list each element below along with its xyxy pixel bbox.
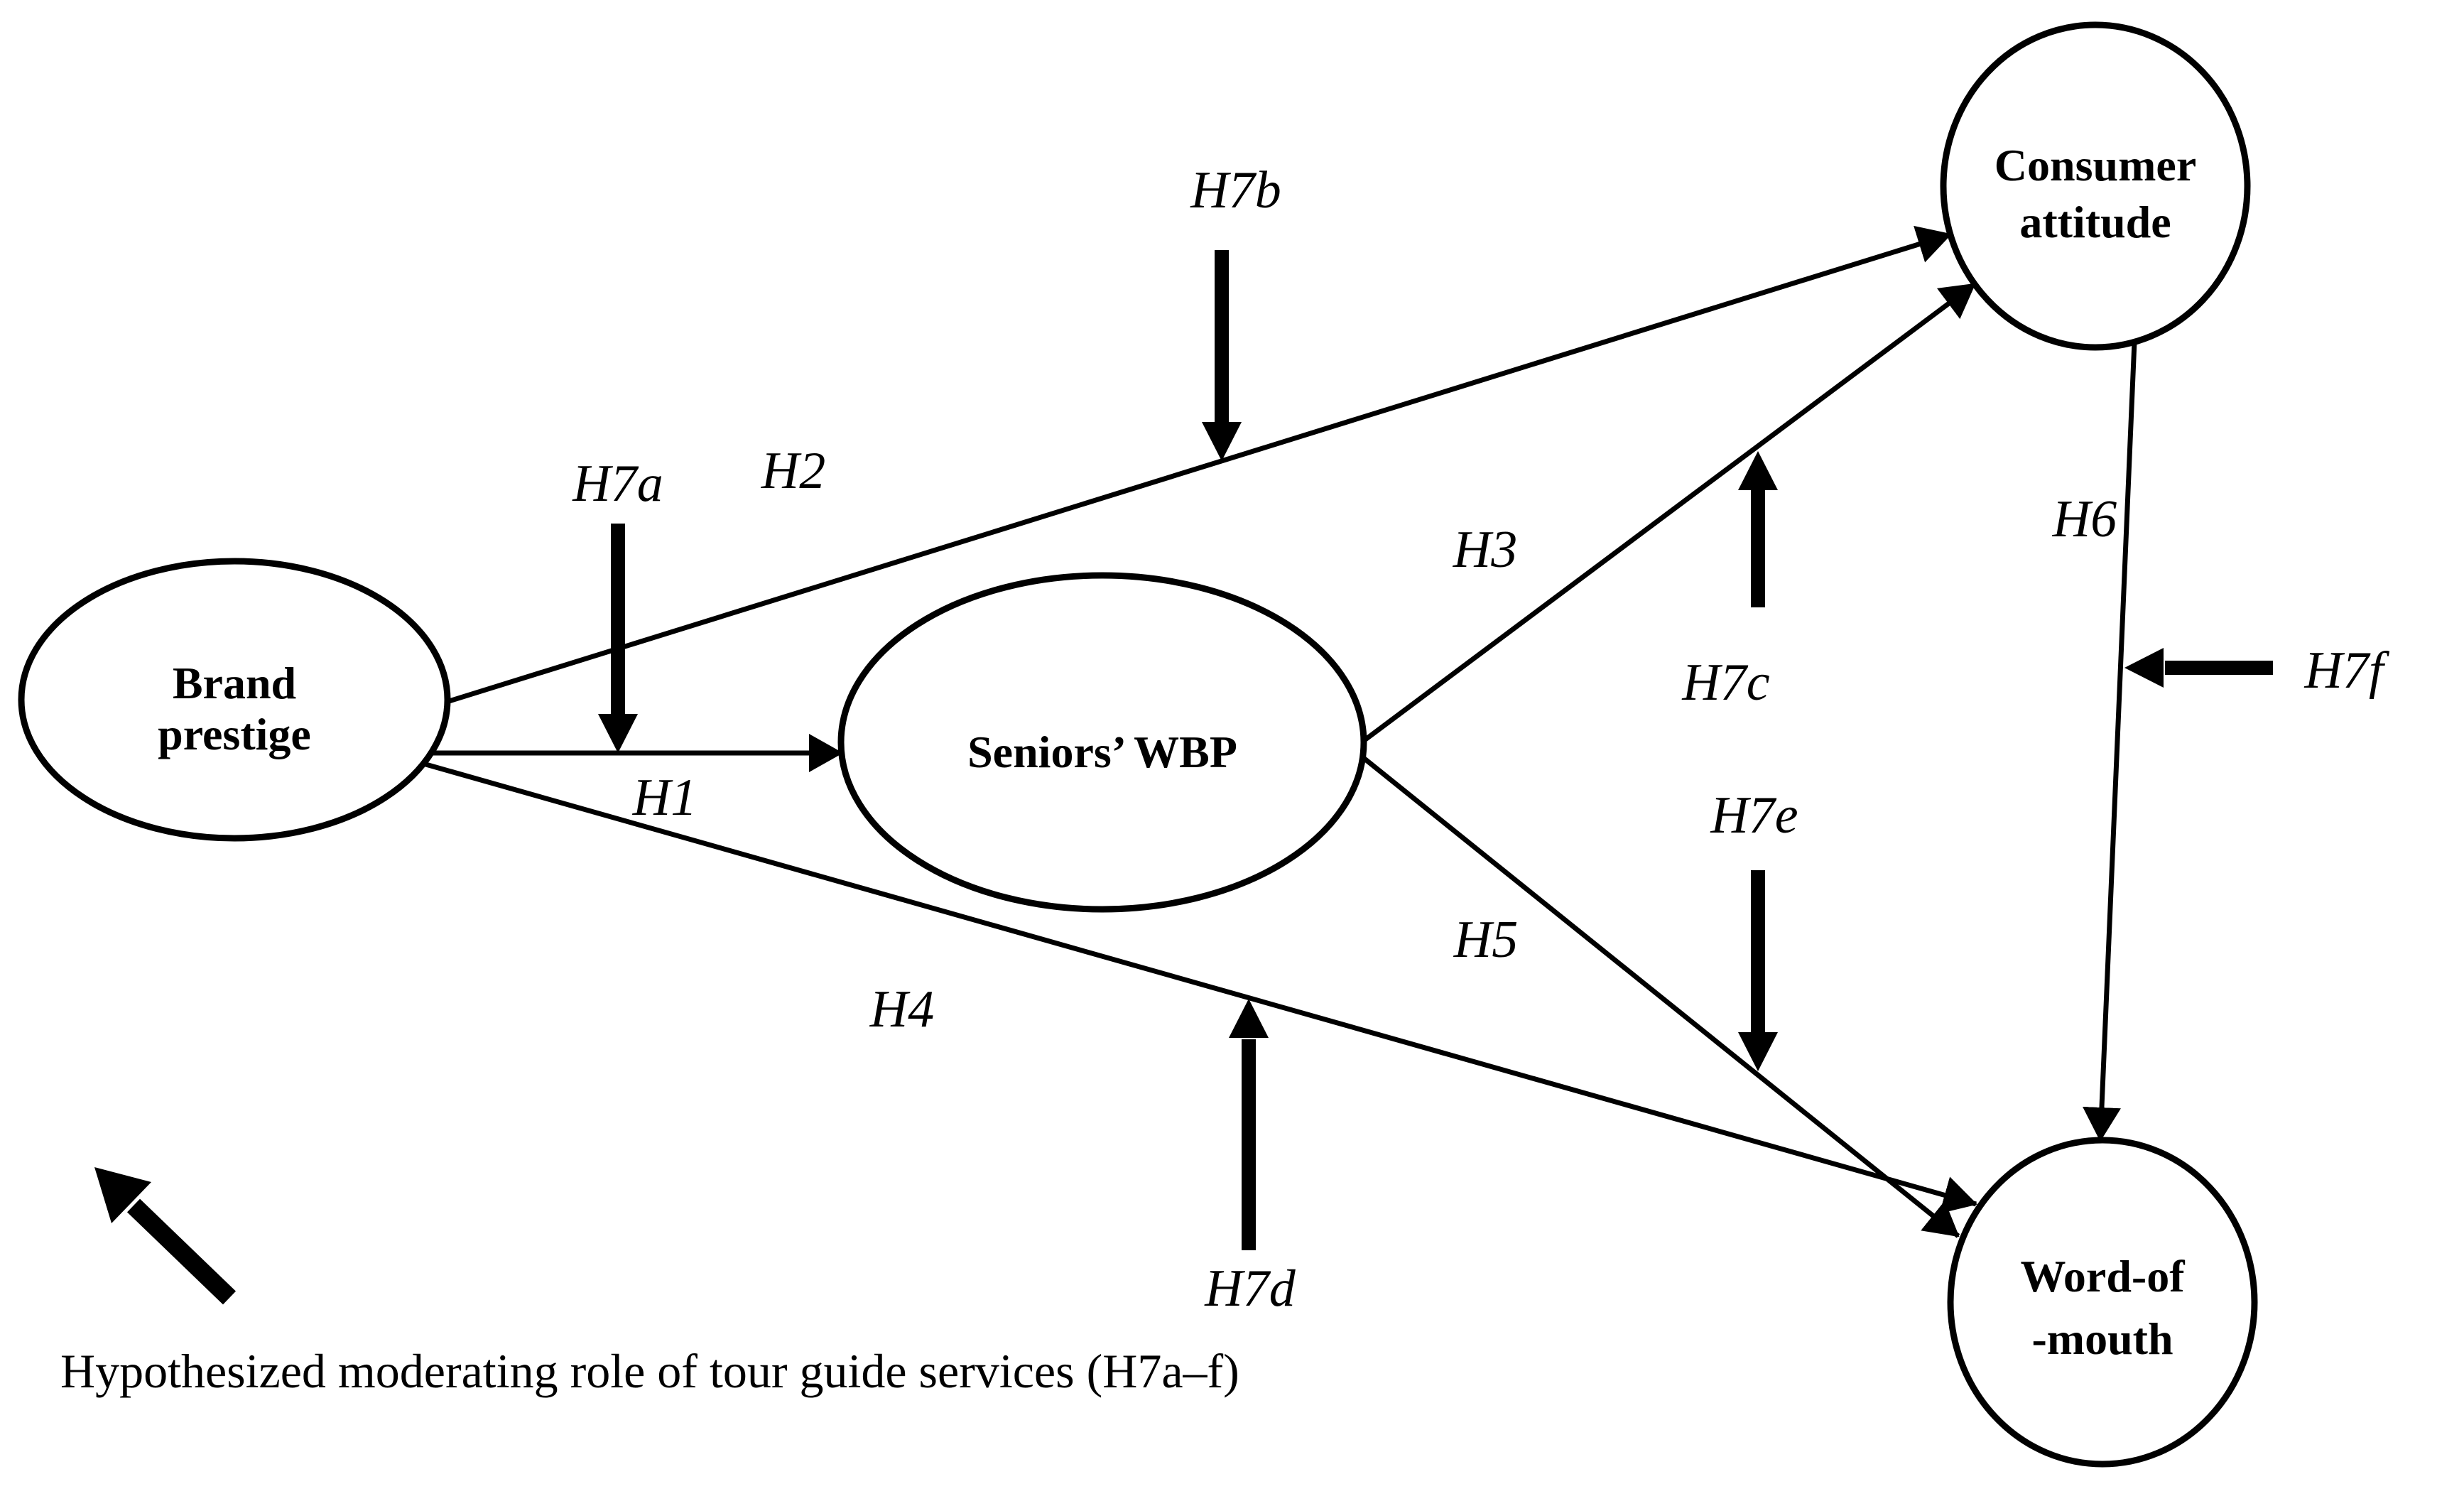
- edge-h3-wbp-to-attitude: [1362, 282, 1977, 742]
- label-h3: H3: [1453, 521, 1517, 579]
- label-h7e: H7e: [1710, 786, 1798, 845]
- node-word-of-mouth-label-line2: -mouth: [2031, 1313, 2173, 1364]
- node-seniors-wbp-label: Seniors’ WBP: [967, 727, 1237, 777]
- label-h7d: H7d: [1204, 1259, 1296, 1318]
- moderator-h7e-arrowhead-icon: [1738, 1032, 1778, 1071]
- node-seniors-wbp: [837, 572, 1367, 913]
- moderator-h7c-arrowhead-icon: [1738, 451, 1778, 490]
- node-word-of-mouth: [1947, 1137, 2258, 1468]
- edge-h2-brand-to-attitude: [445, 225, 1952, 705]
- moderator-h7b-arrow: [1202, 250, 1242, 461]
- moderator-h7c-arrow: [1738, 451, 1778, 607]
- label-h7f: H7f: [2304, 641, 2390, 700]
- edge-h4-brand-to-wom: [423, 761, 1977, 1214]
- legend-arrow-shaft: [126, 1198, 237, 1305]
- legend-arrowhead-icon: [94, 1167, 151, 1223]
- moderator-h7a-arrowhead-icon: [598, 714, 638, 753]
- label-h2: H2: [761, 442, 825, 500]
- legend-moderator-arrow: [94, 1167, 237, 1305]
- label-h7c: H7c: [1681, 654, 1769, 712]
- moderator-h7e-arrow: [1738, 870, 1778, 1071]
- edge-h5-wbp-to-wom: [1362, 757, 1960, 1238]
- moderator-h7f-arrow: [2124, 648, 2273, 688]
- node-word-of-mouth-label-line1: Word-of: [2020, 1251, 2185, 1301]
- label-h7b: H7b: [1190, 161, 1281, 220]
- label-h4: H4: [869, 980, 934, 1039]
- node-brand-prestige-label-line2: prestige: [158, 709, 311, 759]
- node-consumer-attitude-label-line2: attitude: [2019, 197, 2171, 247]
- node-consumer-attitude-label-line1: Consumer: [1994, 140, 2196, 190]
- moderator-h7d-arrow: [1229, 999, 1269, 1250]
- label-h5: H5: [1453, 911, 1518, 969]
- legend-text: Hypothesized moderating role of tour gui…: [60, 1344, 1239, 1398]
- node-brand-prestige-label-line1: Brand: [173, 658, 296, 708]
- label-h7a: H7a: [572, 455, 663, 513]
- node-brand-prestige: [18, 558, 451, 842]
- node-consumer-attitude: [1940, 21, 2251, 351]
- label-h6: H6: [2052, 490, 2117, 548]
- moderator-h7f-arrowhead-icon: [2124, 648, 2164, 688]
- moderator-h7d-arrowhead-icon: [1229, 999, 1269, 1038]
- moderator-h7b-arrowhead-icon: [1202, 422, 1242, 461]
- label-h1: H1: [632, 769, 697, 827]
- edge-h6-attitude-to-wom: [2082, 341, 2137, 1142]
- moderator-h7a-arrow: [598, 524, 638, 753]
